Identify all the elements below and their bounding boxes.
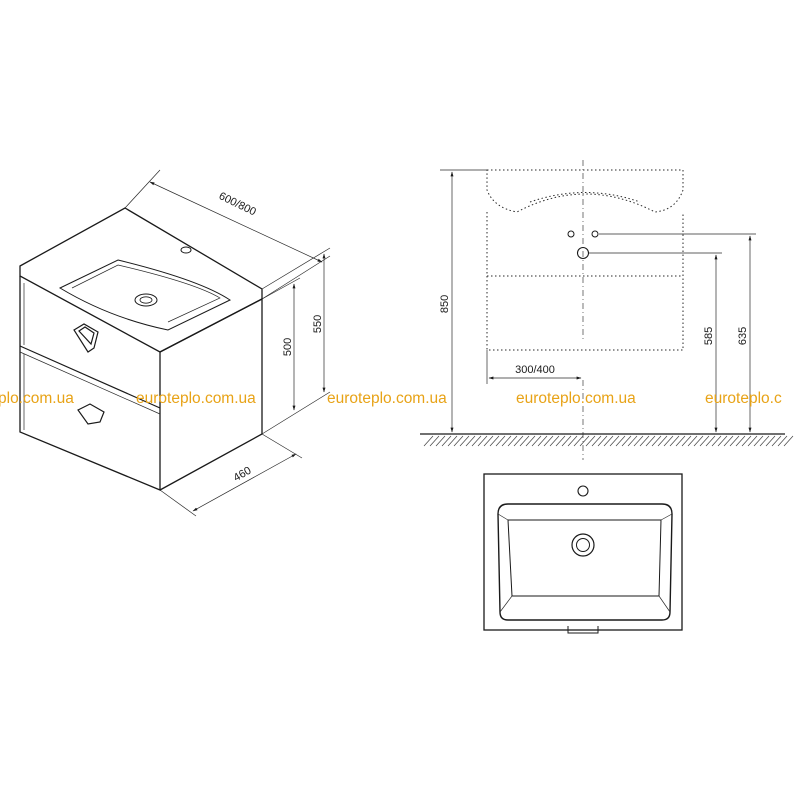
basin-top-outline: [483, 473, 683, 631]
supply-left: [567, 230, 575, 238]
overflow-tab: [567, 626, 599, 634]
dim-depth: 460: [232, 465, 254, 485]
supply-right: [591, 230, 599, 238]
basin-top-bowl: [497, 503, 673, 621]
isometric-view: 600/800 550 500 460: [19, 169, 331, 517]
waste-outlet: [576, 246, 590, 260]
basin-top: [19, 207, 263, 353]
drain-top: [571, 533, 595, 557]
dim-supply-height: 635: [737, 327, 749, 345]
dim-floor-to-top: 850: [439, 295, 451, 313]
top-view: [483, 473, 683, 634]
drawer-handle-top: [73, 323, 99, 353]
dim-total-height: 550: [312, 315, 324, 333]
dim-cabinet-height: 500: [282, 338, 294, 356]
watermark-1: plo.com.ua: [0, 390, 74, 407]
drain-iso: [134, 293, 158, 307]
dim-width: 600/800: [217, 190, 258, 218]
cabinet-front: [19, 276, 161, 491]
dim-drain-offset: 300/400: [515, 364, 555, 376]
dim-waste-height: 585: [703, 327, 715, 345]
front-elevation: 850 585 635 300/400: [420, 160, 794, 460]
basin-bowl: [58, 259, 232, 331]
tap-hole-iso: [180, 246, 192, 254]
watermark-5: euroteplo.c: [705, 390, 782, 407]
watermark-2: euroteplo.com.ua: [136, 390, 256, 407]
tap-hole-top: [577, 485, 589, 497]
watermark-3: euroteplo.com.ua: [327, 390, 447, 407]
basin-outline-dotted: [486, 169, 684, 213]
drawer-handle-bottom: [77, 403, 105, 425]
floor-hatch: [423, 435, 794, 447]
drawer-divider: [19, 345, 161, 409]
watermark-4: euroteplo.com.ua: [516, 390, 636, 407]
watermarks: plo.com.ua euroteplo.com.ua euroteplo.co…: [0, 390, 782, 407]
